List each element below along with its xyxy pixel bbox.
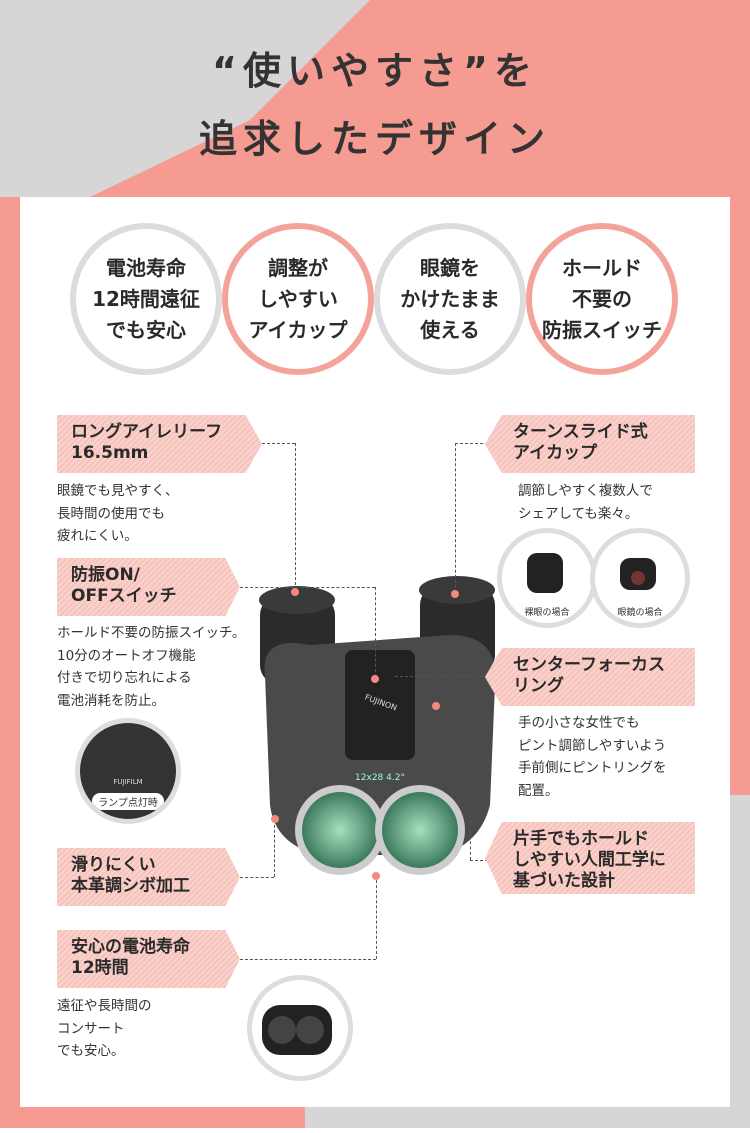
feature-glasses: 眼鏡を かけたまま 使える <box>374 223 526 375</box>
callout-eye-relief-desc: 眼鏡でも見やすく、 長時間の使用でも 疲れにくい。 <box>57 483 179 544</box>
callout-ergonomic-title: 片手でもホールド しやすい人間工学に 基づいた設計 <box>485 822 695 894</box>
callout-grip-title: 滑りにくい 本革調シボ加工 <box>57 848 240 906</box>
eyecup-photo-caption-1: 裸眼の場合 <box>524 608 570 618</box>
marker-dot <box>451 590 459 598</box>
eyecup-naked-eye-photo: 裸眼の場合 <box>497 528 597 628</box>
connector <box>470 820 471 860</box>
connector <box>240 959 376 960</box>
connector <box>455 443 456 593</box>
marker-dot <box>371 675 379 683</box>
callout-eyecup-desc: 調節しやすく複数人で シェアしても楽々。 <box>518 483 653 522</box>
connector <box>375 587 376 677</box>
marker-dot <box>432 702 440 710</box>
callout-focus-title: センターフォーカス リング <box>485 648 695 706</box>
connector <box>240 877 274 878</box>
callout-battery-desc: 遠征や長時間の コンサート でも安心。 <box>57 998 152 1059</box>
feature-eyecup: 調整が しやすい アイカップ <box>222 223 374 375</box>
connector <box>274 820 275 877</box>
eyecup-glasses-photo: 眼鏡の場合 <box>590 528 690 628</box>
feature-battery: 電池寿命 12時間遠征 でも安心 <box>70 223 222 375</box>
connector <box>240 587 375 588</box>
connector <box>395 676 488 677</box>
connector <box>262 443 295 444</box>
headline-line-2: 追求したデザイン <box>198 117 551 161</box>
switch-photo-brand: FUJIFILM <box>113 778 143 786</box>
callout-battery-title: 安心の電池寿命 12時間 <box>57 930 240 988</box>
connector <box>295 443 296 590</box>
battery-photo <box>247 975 353 1081</box>
eyecup-photo-caption-2: 眼鏡の場合 <box>617 608 663 618</box>
marker-dot <box>291 588 299 596</box>
callout-eyecup-title: ターンスライド式 アイカップ <box>485 415 695 473</box>
binoculars-image: FUJINON 12x28 4.2° <box>259 576 496 875</box>
callout-focus-desc: 手の小さな女性でも ピント調節しやすいよう 手前側にピントリングを 配置。 <box>518 715 667 799</box>
connector <box>470 860 488 861</box>
feature-switch: ホールド 不要の 防振スイッチ <box>526 223 678 375</box>
connector <box>376 875 377 959</box>
connector <box>455 443 488 444</box>
switch-photo-label: ランプ点灯時 <box>92 793 164 810</box>
marker-dot <box>372 872 380 880</box>
headline-line-1: “使いやすさ”を <box>212 49 538 93</box>
marker-dot <box>271 815 279 823</box>
spec-label: 12x28 4.2° <box>355 773 405 783</box>
callout-eye-relief-title: ロングアイレリーフ 16.5mm <box>57 415 262 473</box>
callout-switch-title: 防振ON/ OFFスイッチ <box>57 558 240 616</box>
callout-switch-desc: ホールド不要の防振スイッチ。 10分のオートオフ機能 付きで切り忘れによる 電池… <box>57 625 246 709</box>
switch-photo: FUJIFILM ランプ点灯時 <box>75 718 181 824</box>
